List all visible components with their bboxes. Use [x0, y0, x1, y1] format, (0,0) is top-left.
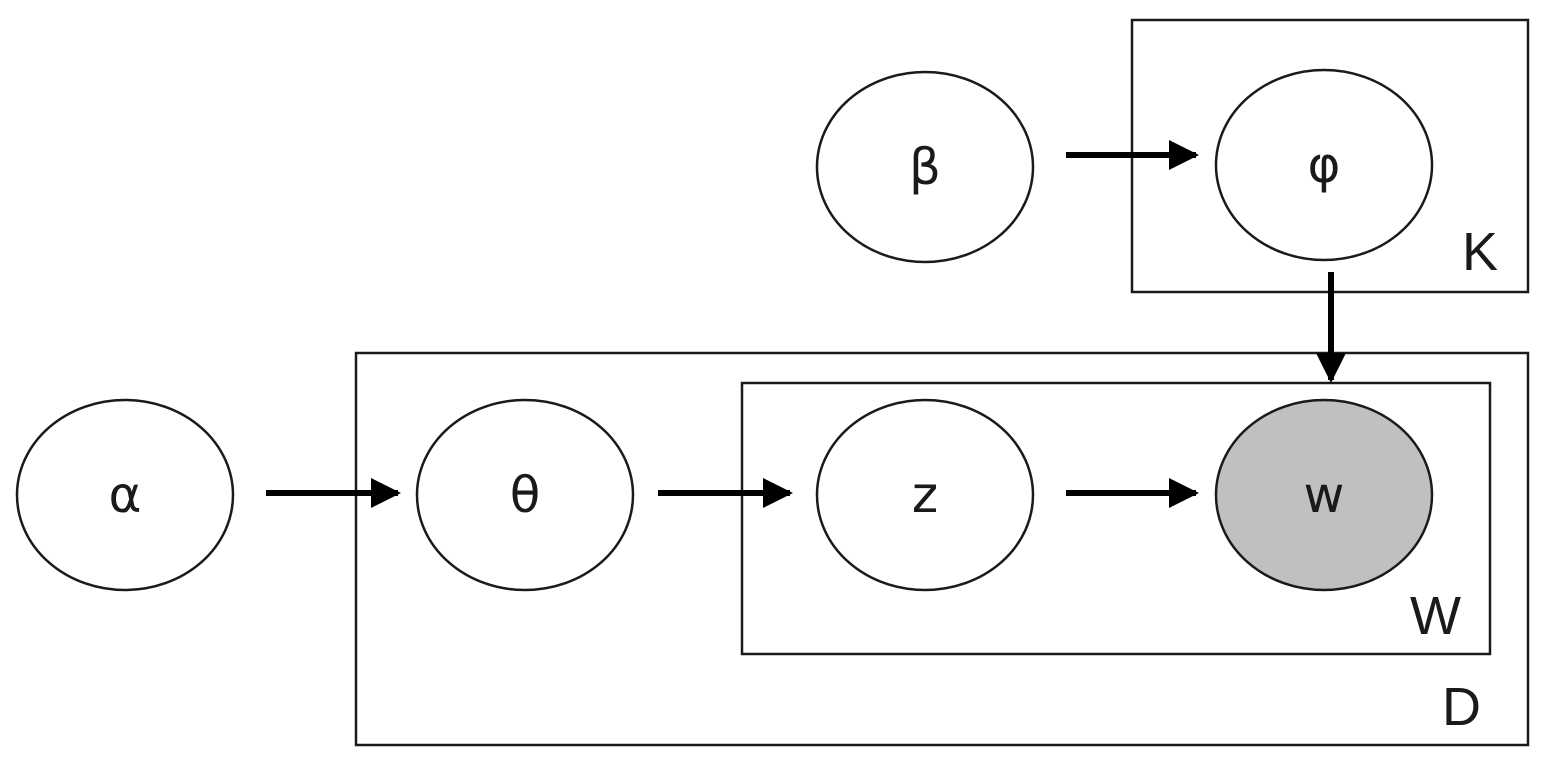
plate-d-label: D [1442, 677, 1481, 737]
node-z-label: z [912, 466, 938, 524]
node-theta-circle [415, 398, 635, 592]
node-phi-circle [1214, 68, 1434, 262]
node-theta: θ [415, 398, 635, 592]
plate-w: W [740, 381, 1492, 656]
plate-w-label: W [1410, 586, 1461, 646]
node-beta: β [815, 70, 1035, 264]
node-z-circle [815, 398, 1035, 592]
node-beta-circle [815, 70, 1035, 264]
node-alpha-circle [15, 398, 235, 592]
plate-w-frame [740, 381, 1492, 656]
plate-d-frame [354, 351, 1530, 747]
node-alpha: α [15, 398, 235, 592]
node-theta-label: θ [510, 466, 541, 524]
node-phi: φ [1214, 68, 1434, 262]
node-phi-label: φ [1308, 136, 1341, 194]
node-w-circle [1214, 398, 1434, 592]
node-z: z [815, 398, 1035, 592]
plate-k-label: K [1462, 222, 1498, 282]
plate-d: D [354, 351, 1530, 747]
node-alpha-label: α [109, 466, 142, 524]
node-w-label: w [1304, 466, 1345, 524]
node-beta-label: β [909, 138, 941, 196]
node-w-observed: w [1214, 398, 1434, 592]
